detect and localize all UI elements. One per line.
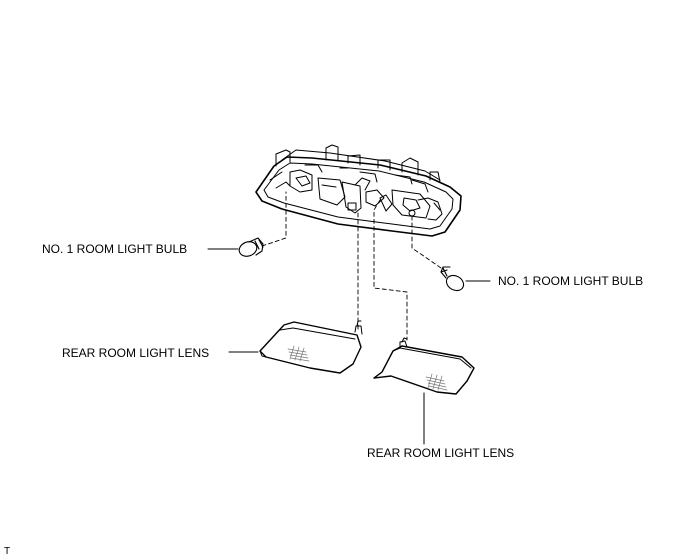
right-lens bbox=[373, 337, 475, 395]
right-lens-label: REAR ROOM LIGHT LENS bbox=[367, 446, 515, 460]
assembly-lines bbox=[261, 191, 445, 341]
room-light-housing bbox=[255, 144, 462, 237]
left-bulb-label: NO. 1 ROOM LIGHT BULB bbox=[42, 242, 188, 256]
left-lens bbox=[259, 320, 363, 374]
leader-lines bbox=[207, 248, 491, 445]
corner-mark: T bbox=[4, 546, 11, 557]
left-bulb bbox=[238, 237, 264, 257]
left-lens-label: REAR ROOM LIGHT LENS bbox=[62, 346, 210, 360]
right-bulb-label: NO. 1 ROOM LIGHT BULB bbox=[498, 274, 644, 288]
right-bulb bbox=[440, 266, 465, 292]
